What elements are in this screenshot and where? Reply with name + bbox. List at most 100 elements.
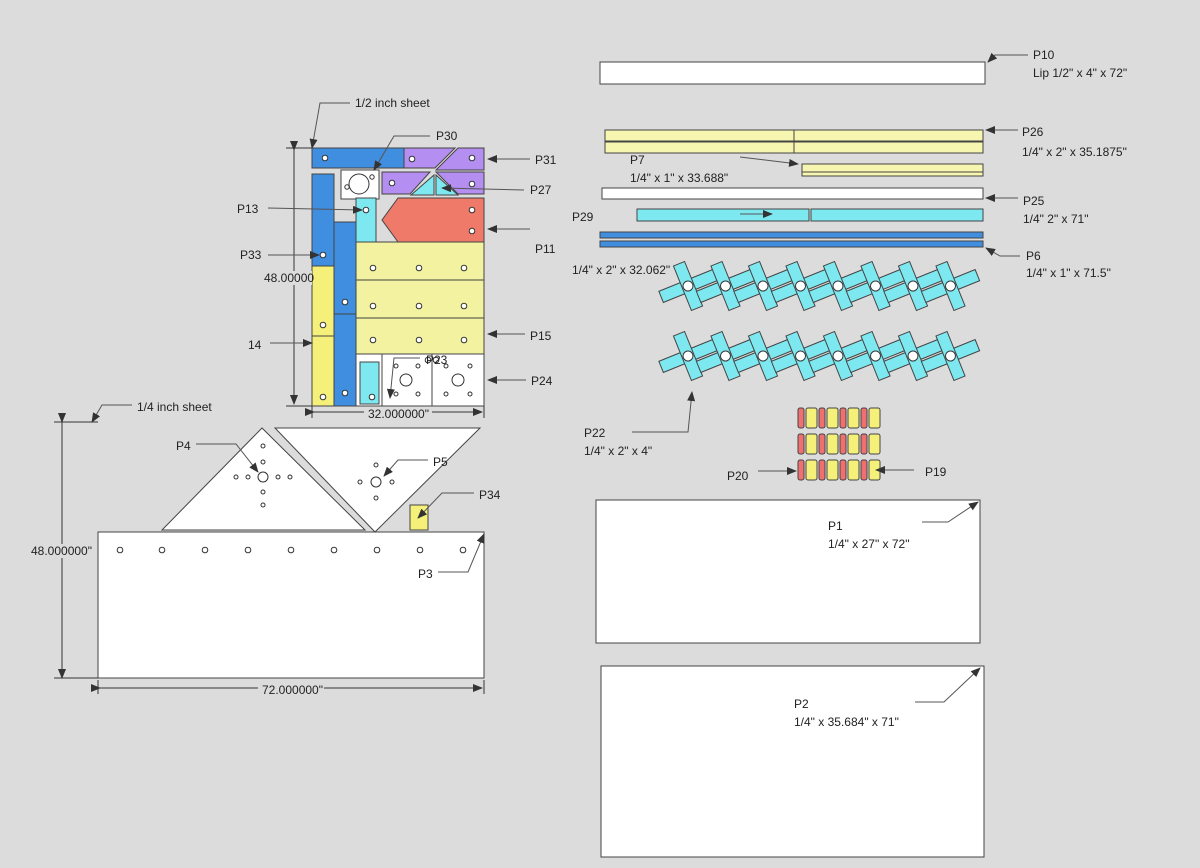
label-p4: P4: [176, 439, 191, 453]
half-width-dim: 32.000000": [368, 407, 429, 421]
quarter-sheet-leader: [91, 404, 132, 423]
label-p20: P20: [727, 469, 749, 483]
part-p3-holes: [116, 546, 467, 554]
p20-peg: [818, 459, 826, 481]
part-p15-panel-2: [355, 279, 485, 319]
part-p6-strip-a: [599, 231, 984, 239]
quarter-height-label-bg: [29, 544, 95, 558]
label-p10-desc: Lip 1/2" x 4" x 72": [1033, 66, 1127, 80]
p20-peg: [860, 459, 868, 481]
half-inch-sheet: 1/2 inch sheet: [237, 96, 557, 421]
p20-peg: [860, 433, 868, 455]
half-width-label-bg: [364, 407, 432, 420]
part-p24-bore-b: [451, 373, 465, 387]
label-p29-desc: 1/4" x 2" x 32.062": [572, 263, 670, 277]
p7-leader: [739, 156, 799, 167]
p10-leader: [987, 52, 1028, 63]
label-p19: P19: [925, 465, 947, 479]
part-p5-bore: [370, 476, 382, 488]
part-p1-panel: [595, 499, 981, 644]
part-p5-holes: [357, 462, 395, 501]
p22-cross: [920, 260, 981, 312]
part-p7-strip-b: [801, 171, 984, 177]
label-p33: P33: [240, 248, 262, 262]
p19-peg: [805, 433, 818, 455]
label-p22-desc: 1/4" x 2" x 4": [584, 444, 652, 458]
part-p25-strip: [601, 187, 984, 200]
p3-leader: [438, 533, 485, 573]
label-p31: P31: [535, 153, 557, 167]
p20-peg: [797, 433, 805, 455]
label-p15: P15: [530, 329, 552, 343]
p5-leader: [383, 459, 428, 477]
p23-leader: [386, 357, 420, 399]
p19-peg: [868, 433, 881, 455]
p22-cross: [770, 330, 831, 382]
label-p10: P10: [1033, 48, 1055, 62]
label-p1-desc: 1/4" x 27" x 72": [828, 537, 910, 551]
part-p29-strip-a: [636, 208, 810, 222]
part-p31-purple-a: [403, 147, 457, 169]
label-p6: P6: [1026, 249, 1041, 263]
p22-cross: [658, 260, 718, 312]
p6-leader: [985, 247, 1020, 257]
label-p6-desc: 1/4" x 1" x 71.5": [1026, 266, 1111, 280]
part-p22-crosses: [658, 260, 981, 382]
p20-peg: [860, 407, 868, 429]
part-p4-holes: [233, 443, 293, 508]
p19-peg: [847, 407, 860, 429]
part-p19-p20-pegs: [797, 407, 881, 481]
strip-parts: P10 Lip 1/2" x 4" x 72" P26 1/4" x 2" x …: [572, 48, 1127, 280]
p22-cross: [770, 260, 831, 312]
p19-peg: [868, 407, 881, 429]
label-p25: P25: [1023, 194, 1045, 208]
p34-leader: [417, 492, 474, 519]
half-height-dim: 48.00000: [264, 271, 314, 285]
label-p3: P3: [418, 567, 433, 581]
p30-leader: [373, 135, 430, 171]
part-p23-cyan: [359, 361, 380, 405]
label-p25-desc: 1/4" 2" x 71": [1023, 212, 1088, 226]
p27-leader: [441, 184, 525, 193]
p19-peg: [847, 433, 860, 455]
p19-peg: [826, 407, 839, 429]
p20-peg: [839, 433, 847, 455]
p13-leader: [267, 205, 363, 214]
label-p22: P22: [584, 426, 606, 440]
p19-peg: [805, 459, 818, 481]
p22-leader: [632, 391, 696, 433]
quarter-width-label-bg: [258, 683, 324, 696]
label-p2: P2: [794, 697, 809, 711]
label-p24: P24: [531, 374, 553, 388]
p22-cross: [920, 330, 981, 382]
part-p27-cyan-tri-a: [409, 173, 435, 196]
label-p2-desc: 1/4" x 35.684" x 71": [794, 715, 899, 729]
half-sheet-leader: [309, 102, 350, 149]
p19-peg: [826, 459, 839, 481]
part-p2-panel: [600, 665, 985, 858]
label-p11: P11: [535, 242, 556, 256]
part-p11-salmon: [381, 197, 485, 243]
label-p26: P26: [1022, 125, 1044, 139]
part-p24-bore-a: [399, 373, 413, 387]
part-p15-panel-3: [355, 317, 485, 355]
part-p6-strip-b: [599, 240, 984, 248]
p20-peg: [839, 407, 847, 429]
p22-cross: [883, 330, 943, 382]
p22-cross: [733, 260, 793, 312]
quarter-inch-sheet: 1/4 inch sheet P4 P5 P34: [29, 400, 501, 697]
p20-peg: [818, 407, 826, 429]
p22-cross: [883, 260, 943, 312]
label-p26-desc: 1/4" x 2" x 35.1875": [1022, 145, 1127, 159]
label-p29: P29: [572, 210, 594, 224]
part-p30-bore: [348, 173, 370, 195]
part-p7-strip-a: [801, 163, 984, 173]
p22-cross: [808, 260, 868, 312]
label-p34: P34: [479, 488, 501, 502]
label-p1: P1: [828, 519, 843, 533]
part-p4-bore: [257, 471, 269, 483]
quarter-sheet-label: 1/4 inch sheet: [137, 400, 212, 414]
part-p29-strip-b: [810, 208, 984, 222]
half-sheet-holes: [319, 154, 476, 401]
